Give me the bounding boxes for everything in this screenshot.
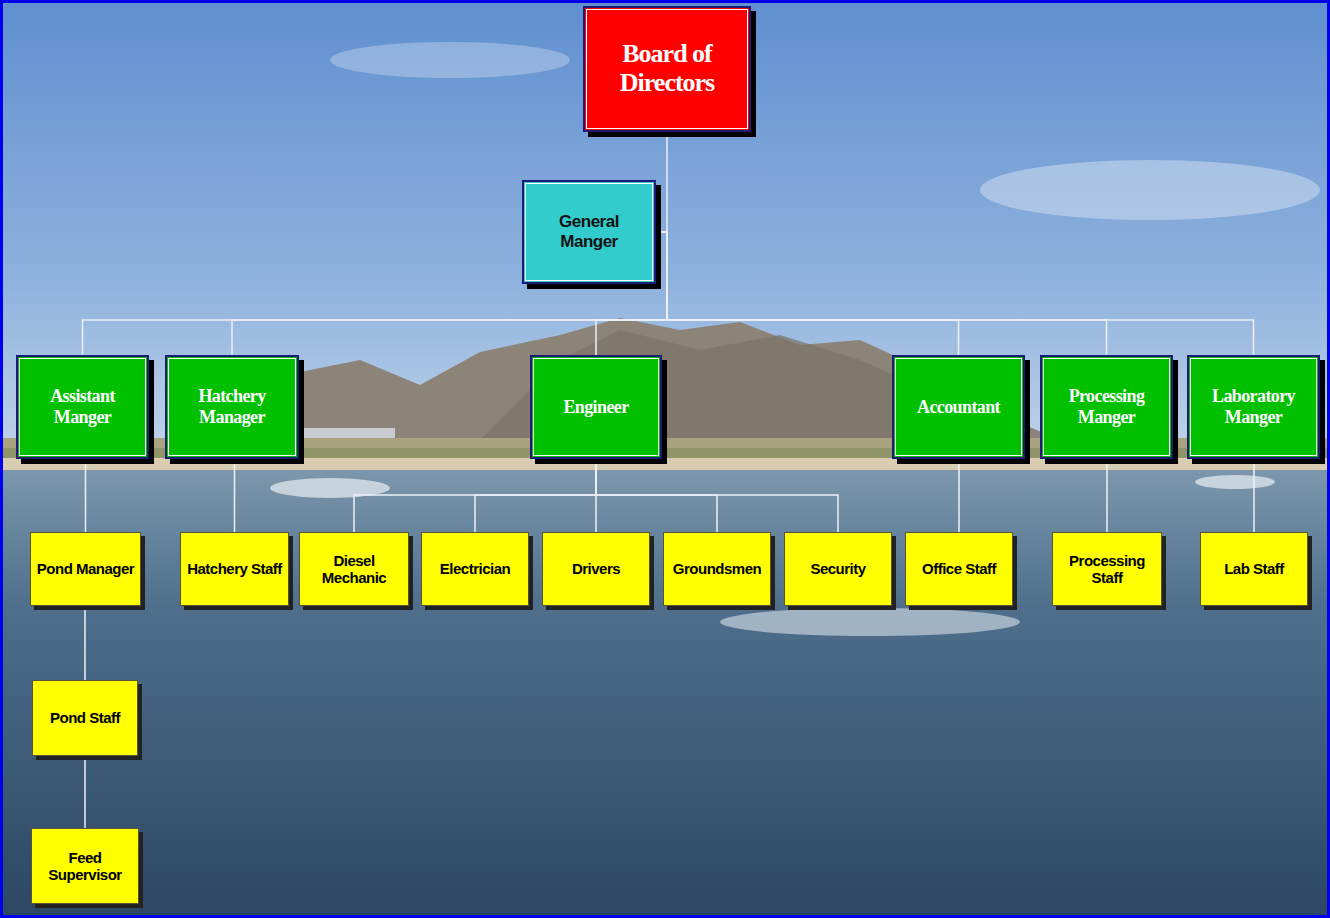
staff-box: Lab Staff — [1200, 532, 1308, 606]
box-label: Electrician — [440, 560, 510, 577]
box-label: Pond Manager — [37, 560, 134, 577]
org-connector — [1106, 459, 1108, 532]
box-label: Lab Staff — [1224, 560, 1284, 577]
staff-box: Diesel Mechanic — [299, 532, 409, 606]
staff-box: Pond Manager — [30, 532, 141, 606]
org-connector — [1253, 459, 1255, 532]
staff-box: Feed Supervisor — [31, 828, 139, 904]
manager-box: Processing Manger — [1040, 355, 1173, 459]
staff-box: Groundsmen — [663, 532, 771, 606]
box-label: Hatchery Staff — [187, 560, 282, 577]
staff-box: Pond Staff — [32, 680, 138, 756]
org-connector — [958, 459, 960, 532]
box-label: Accountant — [917, 397, 1000, 418]
org-connector — [84, 756, 86, 828]
box-label: Drivers — [572, 560, 620, 577]
org-connector — [85, 459, 87, 532]
staff-box: Security — [784, 532, 892, 606]
staff-box: Hatchery Staff — [180, 532, 289, 606]
box-label: Diesel Mechanic — [305, 552, 403, 587]
manager-box: Laboratory Manger — [1187, 355, 1320, 459]
box-label: Laboratory Manger — [1194, 386, 1313, 427]
org-connector — [475, 459, 596, 532]
staff-box: Drivers — [542, 532, 650, 606]
org-connector — [84, 606, 86, 680]
org-connector — [234, 459, 236, 532]
manager-box: General Manger — [522, 180, 656, 284]
box-label: Processing Staff — [1058, 552, 1156, 587]
manager-box: Hatchery Manager — [165, 355, 299, 459]
board-box: Board of Directors — [583, 6, 751, 132]
manager-box: Accountant — [892, 355, 1025, 459]
box-label: Board of Directors — [590, 40, 744, 97]
manager-box: Engineer — [530, 355, 662, 459]
org-connector — [656, 232, 1254, 355]
staff-box: Processing Staff — [1052, 532, 1162, 606]
box-label: Engineer — [563, 397, 628, 418]
org-connector — [656, 132, 667, 232]
org-connector — [596, 459, 838, 532]
box-label: Assistant Manger — [23, 386, 142, 427]
box-label: Groundsmen — [673, 560, 761, 577]
box-label: Pond Staff — [50, 709, 120, 726]
staff-box: Electrician — [421, 532, 529, 606]
box-label: Feed Supervisor — [37, 849, 133, 884]
box-label: General Manger — [529, 212, 649, 251]
box-label: Processing Manger — [1047, 386, 1166, 427]
box-label: Hatchery Manager — [172, 386, 292, 427]
manager-box: Assistant Manger — [16, 355, 149, 459]
org-connector — [354, 459, 596, 532]
org-connector — [656, 232, 959, 355]
org-connector — [656, 232, 1107, 355]
staff-box: Office Staff — [905, 532, 1013, 606]
box-label: Office Staff — [922, 560, 996, 577]
box-label: Security — [810, 560, 865, 577]
